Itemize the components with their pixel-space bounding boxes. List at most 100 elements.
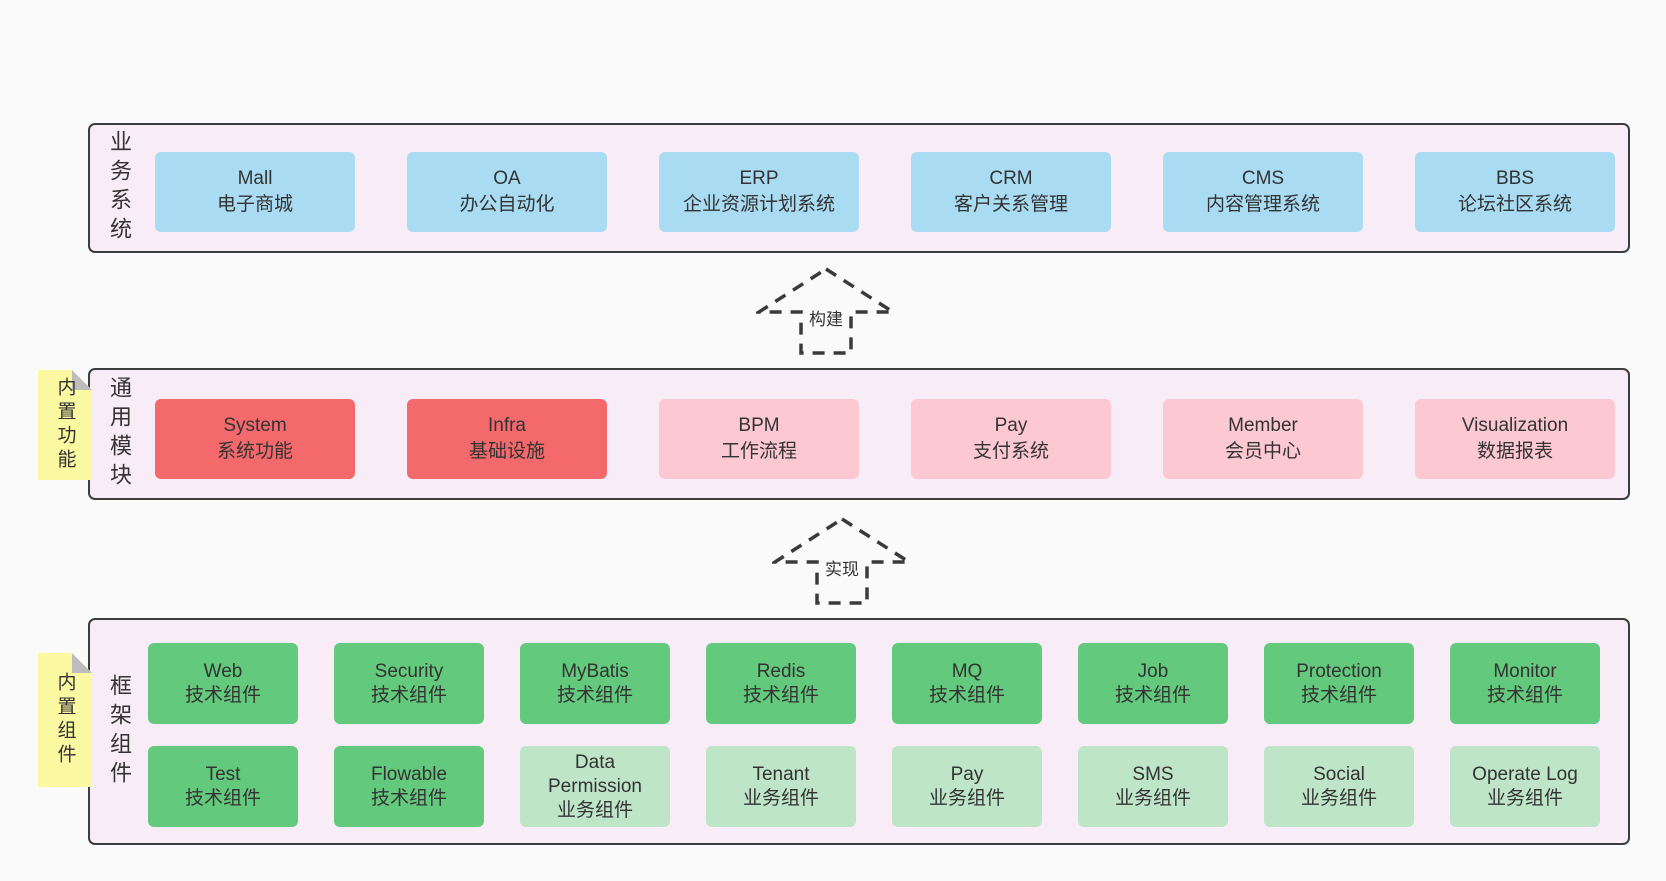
box-title: Redis (756, 660, 806, 682)
box-title: MyBatis (561, 660, 629, 682)
box-subtitle: 会员中心 (1224, 441, 1301, 462)
box-subtitle: 论坛社区系统 (1457, 194, 1572, 215)
box-subtitle: 业务组件 (1114, 787, 1191, 809)
box-title: Member (1228, 415, 1298, 436)
diagram-box: Job 技术组件 (1078, 643, 1228, 724)
box-title: Pay (950, 763, 984, 785)
sticky-note-label: 内置组件 (54, 672, 76, 768)
box-subtitle: 系统功能 (216, 441, 293, 462)
box-subtitle: 企业资源计划系统 (682, 194, 835, 215)
box-subtitle: 基础设施 (468, 441, 545, 462)
diagram-box: Pay 业务组件 (892, 746, 1042, 827)
box-subtitle: 技术组件 (1486, 684, 1563, 706)
dashed-arrow-shape (756, 266, 896, 355)
box-subtitle: 业务组件 (1486, 787, 1563, 809)
modules-box-row: System 系统功能 Infra 基础设施 BPM 工作流程 Pay 支付系统 (155, 399, 1615, 479)
box-title: Mall (237, 168, 273, 189)
sticky-note-built-in-components: 内置组件 (38, 653, 92, 787)
box-subtitle: 业务组件 (742, 787, 819, 809)
diagram-box: Monitor 技术组件 (1450, 643, 1600, 724)
components-box-row-2: Test 技术组件 Flowable 技术组件 Data Permission … (148, 746, 1600, 827)
diagram-box: Pay 支付系统 (911, 399, 1111, 479)
box-title: Protection (1296, 660, 1382, 682)
box-subtitle: 客户关系管理 (953, 194, 1068, 215)
diagram-box: Protection 技术组件 (1264, 643, 1414, 724)
diagram-box: Tenant 业务组件 (706, 746, 856, 827)
box-title: Pay (994, 415, 1028, 436)
diagram-box: Test 技术组件 (148, 746, 298, 827)
box-title: Job (1137, 660, 1169, 682)
diagram-box: MyBatis 技术组件 (520, 643, 670, 724)
box-subtitle: 工作流程 (720, 441, 797, 462)
diagram-box: BPM 工作流程 (659, 399, 859, 479)
box-subtitle: 技术组件 (928, 684, 1005, 706)
box-title: Security (374, 660, 444, 682)
box-subtitle: 业务组件 (928, 787, 1005, 809)
panel-components-label: 框架组件 (107, 673, 132, 790)
box-title: MQ (951, 660, 983, 682)
box-subtitle: 技术组件 (184, 684, 261, 706)
box-title: BBS (1495, 168, 1535, 189)
diagram-box: Operate Log 业务组件 (1450, 746, 1600, 827)
diagram-box: Mall 电子商城 (155, 152, 355, 232)
diagram-box: Redis 技术组件 (706, 643, 856, 724)
box-subtitle: 内容管理系统 (1205, 194, 1320, 215)
box-title: CRM (989, 168, 1033, 189)
business-box-row: Mall 电子商城 OA 办公自动化 ERP 企业资源计划系统 CRM 客户关系… (155, 152, 1615, 232)
box-title: CMS (1241, 168, 1285, 189)
diagram-box: BBS 论坛社区系统 (1415, 152, 1615, 232)
box-title: Tenant (752, 763, 810, 785)
arrow-build-label: 构建 (809, 310, 843, 329)
diagram-box: CMS 内容管理系统 (1163, 152, 1363, 232)
box-subtitle: 支付系统 (972, 441, 1049, 462)
diagram-box: Data Permission 业务组件 (520, 746, 670, 827)
box-title: Data Permission (548, 751, 642, 797)
diagram-box: Social 业务组件 (1264, 746, 1414, 827)
diagram-box: Member 会员中心 (1163, 399, 1363, 479)
box-title: Infra (487, 415, 527, 436)
dashed-up-arrow-build: 构建 (756, 266, 896, 356)
box-title: Monitor (1493, 660, 1557, 682)
diagram-box: Flowable 技术组件 (334, 746, 484, 827)
diagram-box: Web 技术组件 (148, 643, 298, 724)
components-box-row-1: Web 技术组件 Security 技术组件 MyBatis 技术组件 Redi… (148, 643, 1600, 724)
box-subtitle: 数据报表 (1476, 441, 1553, 462)
box-subtitle: 技术组件 (370, 787, 447, 809)
panel-business-label: 业务系统 (107, 130, 132, 246)
diagram-box: ERP 企业资源计划系统 (659, 152, 859, 232)
box-subtitle: 业务组件 (1300, 787, 1377, 809)
box-title: ERP (739, 168, 779, 189)
panel-common-modules: 通用模块 System 系统功能 Infra 基础设施 BPM 工作流程 (88, 368, 1630, 500)
box-subtitle: 技术组件 (742, 684, 819, 706)
diagram-box: Visualization 数据报表 (1415, 399, 1615, 479)
panel-framework-components: 框架组件 Web 技术组件 Security 技术组件 MyBatis 技术组件 (88, 618, 1630, 845)
box-subtitle: 技术组件 (184, 787, 261, 809)
sticky-note-label: 内置功能 (54, 377, 76, 473)
box-title: BPM (738, 415, 780, 436)
box-title: System (223, 415, 287, 436)
box-title: Web (203, 660, 243, 682)
box-title: Test (205, 763, 241, 785)
box-title: Flowable (370, 763, 448, 785)
box-subtitle: 技术组件 (1300, 684, 1377, 706)
box-subtitle: 技术组件 (556, 684, 633, 706)
box-title: Visualization (1461, 415, 1569, 436)
box-title: Social (1313, 763, 1365, 785)
box-subtitle: 技术组件 (370, 684, 447, 706)
box-title: SMS (1132, 763, 1174, 785)
box-title: Operate Log (1472, 763, 1578, 785)
diagram-box: CRM 客户关系管理 (911, 152, 1111, 232)
box-subtitle: 技术组件 (1114, 684, 1191, 706)
diagram-box: SMS 业务组件 (1078, 746, 1228, 827)
box-subtitle: 业务组件 (556, 799, 633, 821)
diagram-box: Security 技术组件 (334, 643, 484, 724)
diagram-box: Infra 基础设施 (407, 399, 607, 479)
box-subtitle: 办公自动化 (459, 194, 555, 215)
diagram-box: OA 办公自动化 (407, 152, 607, 232)
dashed-up-arrow-implement: 实现 (772, 516, 912, 606)
box-subtitle: 电子商城 (216, 194, 293, 215)
diagram-box: System 系统功能 (155, 399, 355, 479)
diagram-box: MQ 技术组件 (892, 643, 1042, 724)
arrow-implement-label: 实现 (825, 560, 859, 579)
